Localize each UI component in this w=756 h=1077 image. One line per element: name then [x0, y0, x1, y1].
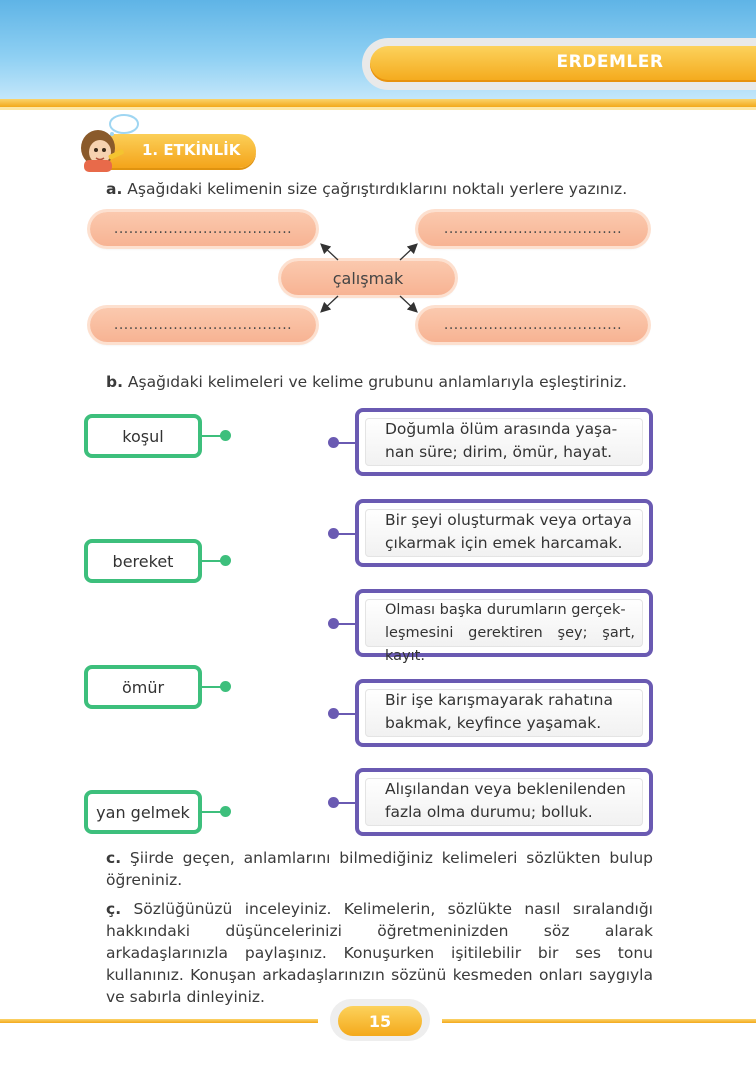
definition-inner [365, 778, 643, 826]
connector-line [202, 811, 226, 813]
header-stripe [0, 99, 756, 107]
arrow-top-left [320, 243, 339, 261]
word-label: bereket [112, 551, 174, 571]
unit-title: ERDEMLER [556, 52, 664, 72]
definition-line: fazla olma durumu; bolluk. [385, 803, 593, 821]
match-dot-def-3[interactable] [328, 618, 339, 629]
match-dot-def-1[interactable] [328, 437, 339, 448]
definition-box-5[interactable]: Alışılandan veya beklenilenden fazla olm… [355, 768, 653, 836]
definition-line: bakmak, keyfince yaşamak. [385, 714, 602, 732]
match-dot-def-5[interactable] [328, 797, 339, 808]
connector-line [202, 435, 226, 437]
definition-line: Alışılandan veya beklenilenden [385, 780, 626, 798]
activity-badge [110, 134, 256, 168]
mascot-icon [81, 114, 139, 172]
definition-line: leşmesini gerektiren şey; şart, kayıt. [385, 625, 635, 664]
part-a-instruction: a. Aşağıdaki kelimenin size çağrıştırdık… [106, 180, 627, 198]
activity-title: 1. ETKİNLİK [142, 141, 241, 159]
blank-dots: .................................... [113, 221, 293, 237]
connector-line [334, 533, 356, 535]
part-b-text: Aşağıdaki kelimeleri ve kelime grubunu a… [127, 373, 627, 391]
word-box-kosul[interactable]: koşul [84, 414, 202, 458]
match-dot-kosul[interactable] [220, 430, 231, 441]
connector-line [334, 713, 356, 715]
definition-box-2[interactable]: Bir şeyi oluşturmak veya ortaya çıkarmak… [355, 499, 653, 567]
connector-line [202, 560, 226, 562]
word-label: koşul [122, 426, 164, 446]
part-cc-paragraph: ç. Sözlüğünüzü inceleyiniz. Kelimelerin,… [106, 898, 653, 1008]
part-c-letter: c. [106, 849, 122, 867]
answer-blank-top-right[interactable]: .................................... [418, 212, 648, 246]
connector-line [334, 442, 356, 444]
match-dot-def-4[interactable] [328, 708, 339, 719]
blank-dots: .................................... [113, 317, 293, 333]
word-label: ömür [121, 677, 165, 697]
definition-text: Alışılandan veya beklenilenden fazla olm… [385, 778, 635, 824]
match-dot-yan-gelmek[interactable] [220, 806, 231, 817]
part-a-letter: a. [106, 180, 123, 198]
answer-blank-top-left[interactable]: .................................... [90, 212, 316, 246]
word-box-yan-gelmek[interactable]: yan gelmek [84, 790, 202, 834]
part-c-text: Şiirde geçen, anlamlarını bilmediğiniz k… [106, 849, 653, 889]
unit-tab [370, 46, 756, 82]
definition-box-3[interactable]: Olması başka durumların gerçek- leşmesin… [355, 589, 653, 664]
connector-line [334, 623, 356, 625]
definition-inner [365, 689, 643, 737]
answer-blank-bottom-right[interactable]: .................................... [418, 308, 648, 342]
arrow-bottom-left [320, 295, 339, 313]
definition-line: Bir işe karışmayarak rahatına [385, 691, 613, 709]
arrow-bottom-right [399, 295, 418, 313]
page-number: 15 [338, 1006, 422, 1036]
match-dot-def-2[interactable] [328, 528, 339, 539]
definition-inner [365, 599, 643, 647]
definition-line: Olması başka durumların gerçek- [385, 602, 626, 618]
connector-line [334, 802, 356, 804]
footer-line-left [0, 1019, 318, 1023]
definition-box-1[interactable]: Doğumla ölüm arasında yaşa- nan süre; di… [355, 408, 653, 476]
footer-line-right [442, 1019, 756, 1023]
blank-dots: .................................... [443, 221, 623, 237]
definition-text: Olması başka durumların gerçek- leşmesin… [385, 599, 635, 668]
match-dot-bereket[interactable] [220, 555, 231, 566]
part-b-instruction: b. Aşağıdaki kelimeleri ve kelime grubun… [106, 373, 627, 391]
part-cc-text: Sözlüğünüzü inceleyiniz. Kelimelerin, sö… [106, 900, 653, 1006]
header-stripe-light [0, 107, 756, 110]
definition-text: Bir işe karışmayarak rahatına bakmak, ke… [385, 689, 635, 735]
definition-inner [365, 509, 643, 557]
center-word: çalışmak [332, 268, 404, 288]
definition-text: Doğumla ölüm arasında yaşa- nan süre; di… [385, 418, 635, 464]
blank-dots: .................................... [443, 317, 623, 333]
word-label: yan gelmek [96, 802, 190, 822]
definition-box-4[interactable]: Bir işe karışmayarak rahatına bakmak, ke… [355, 679, 653, 747]
answer-blank-bottom-left[interactable]: .................................... [90, 308, 316, 342]
word-box-omur[interactable]: ömür [84, 665, 202, 709]
part-a-text: Aşağıdaki kelimenin size çağrıştırdıklar… [127, 180, 628, 198]
part-c-paragraph: c. Şiirde geçen, anlamlarını bilmediğini… [106, 847, 653, 891]
arrow-top-right [399, 243, 418, 261]
definition-inner [365, 418, 643, 466]
connector-line [202, 686, 226, 688]
definition-line: nan süre; dirim, ömür, hayat. [385, 443, 613, 461]
definition-line: Doğumla ölüm arasında yaşa- [385, 420, 618, 438]
definition-line: Bir şeyi oluşturmak veya ortaya [385, 511, 632, 529]
definition-text: Bir şeyi oluşturmak veya ortaya çıkarmak… [385, 509, 635, 555]
word-box-bereket[interactable]: bereket [84, 539, 202, 583]
part-b-letter: b. [106, 373, 123, 391]
part-cc-letter: ç. [106, 900, 122, 918]
center-word-pill: çalışmak [281, 261, 455, 295]
definition-line: çıkarmak için emek harcamak. [385, 534, 623, 552]
match-dot-omur[interactable] [220, 681, 231, 692]
